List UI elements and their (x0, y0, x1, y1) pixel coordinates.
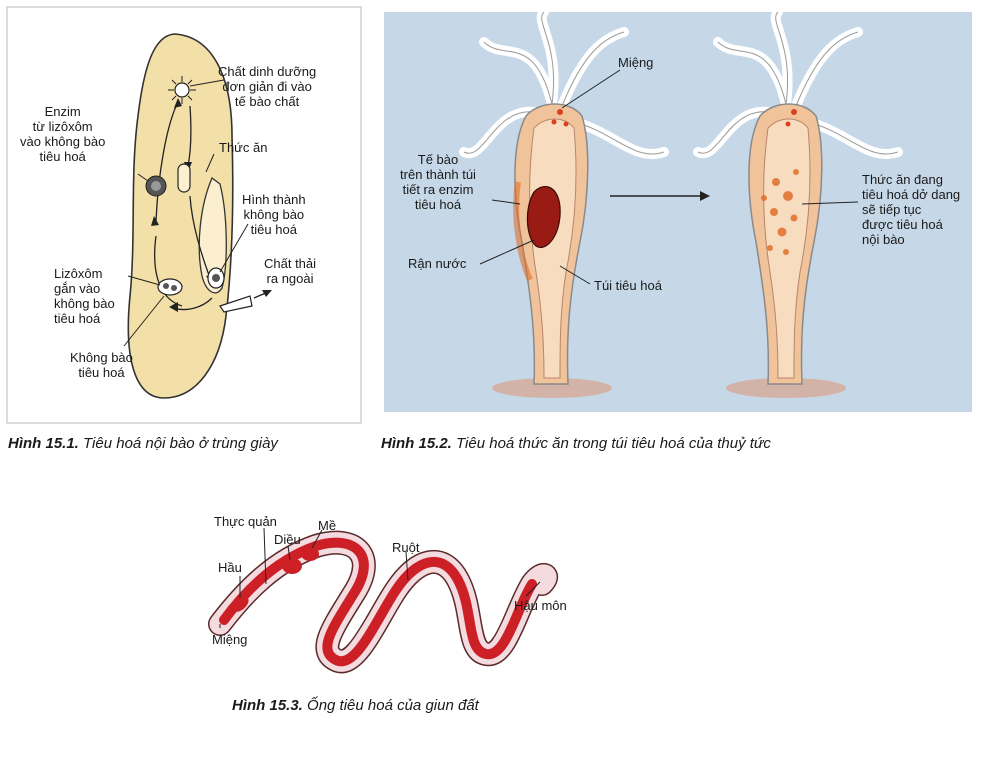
label-lysosome: Lizôxôm gắn vào không bào tiêu hoá (54, 266, 115, 326)
figure-15-1: Chất dinh dưỡng đơn giản đi vào tế bào c… (6, 6, 362, 426)
figure-15-2: Miệng Tế bào trên thành túi tiết ra enzi… (384, 7, 972, 412)
nutrient-vacuole (174, 82, 190, 98)
hydra-right (693, 7, 903, 385)
earthworm-diagram (208, 527, 558, 673)
food-vacuole (177, 163, 191, 193)
label-waste: Chất thải ra ngoài (264, 256, 317, 286)
paramecium-diagram (6, 6, 362, 424)
label-anus: Hậu môn (514, 598, 567, 613)
cycle-arrow (154, 235, 183, 307)
label-forming: Hình thành không bào tiêu hoá (242, 192, 306, 237)
lysosome-vacuole (157, 278, 183, 296)
label-gizzard: Mề (318, 518, 337, 533)
caption-15-1: Hình 15.1. Tiêu hoá nội bào ở trùng giày (8, 435, 278, 452)
label-pharynx: Hầu (218, 560, 242, 575)
label-enzyme: Enzim từ lizôxôm vào không bào tiêu hoá (20, 104, 106, 164)
label-nutrients: Chất dinh dưỡng đơn giản đi vào tế bào c… (218, 64, 317, 109)
label-flea: Rận nước (408, 256, 467, 271)
gizzard (301, 547, 319, 561)
leader-lines (123, 79, 249, 347)
pharynx (231, 596, 249, 612)
paramecium-body (127, 33, 234, 399)
caption-15-2: Hình 15.2. Tiêu hoá thức ăn trong túi ti… (381, 435, 771, 452)
digestive-tract (219, 537, 537, 667)
label-partial: Thức ăn đang tiêu hoá dở dang sẽ tiếp tụ… (862, 172, 961, 247)
nutrient-rays (168, 76, 196, 104)
label-mouth-worm: Miệng (212, 632, 248, 647)
leader-lines (479, 69, 859, 285)
partially-digested-food (761, 169, 799, 255)
label-cells: Tế bào trên thành túi tiết ra enzim tiêu… (400, 152, 476, 212)
oral-groove (198, 176, 227, 294)
label-sac: Túi tiêu hoá (594, 278, 662, 293)
hydra-left (459, 7, 669, 385)
cycle-arrow (155, 101, 179, 222)
label-food: Thức ăn (219, 140, 268, 155)
figure-15-3: Thực quản Diều Mề Ruột Hầu Hậu môn Miệng (206, 500, 586, 690)
caption-15-3: Hình 15.3. Ống tiêu hoá của giun đất (232, 697, 479, 714)
label-esophagus: Thực quản (214, 514, 277, 529)
water-background (384, 12, 972, 412)
label-intestine: Ruột (392, 540, 420, 555)
cycle-arrow (189, 195, 211, 279)
label-mouth: Miệng (618, 55, 654, 70)
water-flea (526, 186, 561, 249)
waste-outlet (219, 295, 253, 313)
label-vacuole: Không bào tiêu hoá (70, 350, 133, 380)
label-crop: Diều (274, 532, 301, 547)
hydra-diagram (384, 7, 972, 412)
crop (282, 558, 302, 574)
leader-lines (219, 527, 541, 628)
